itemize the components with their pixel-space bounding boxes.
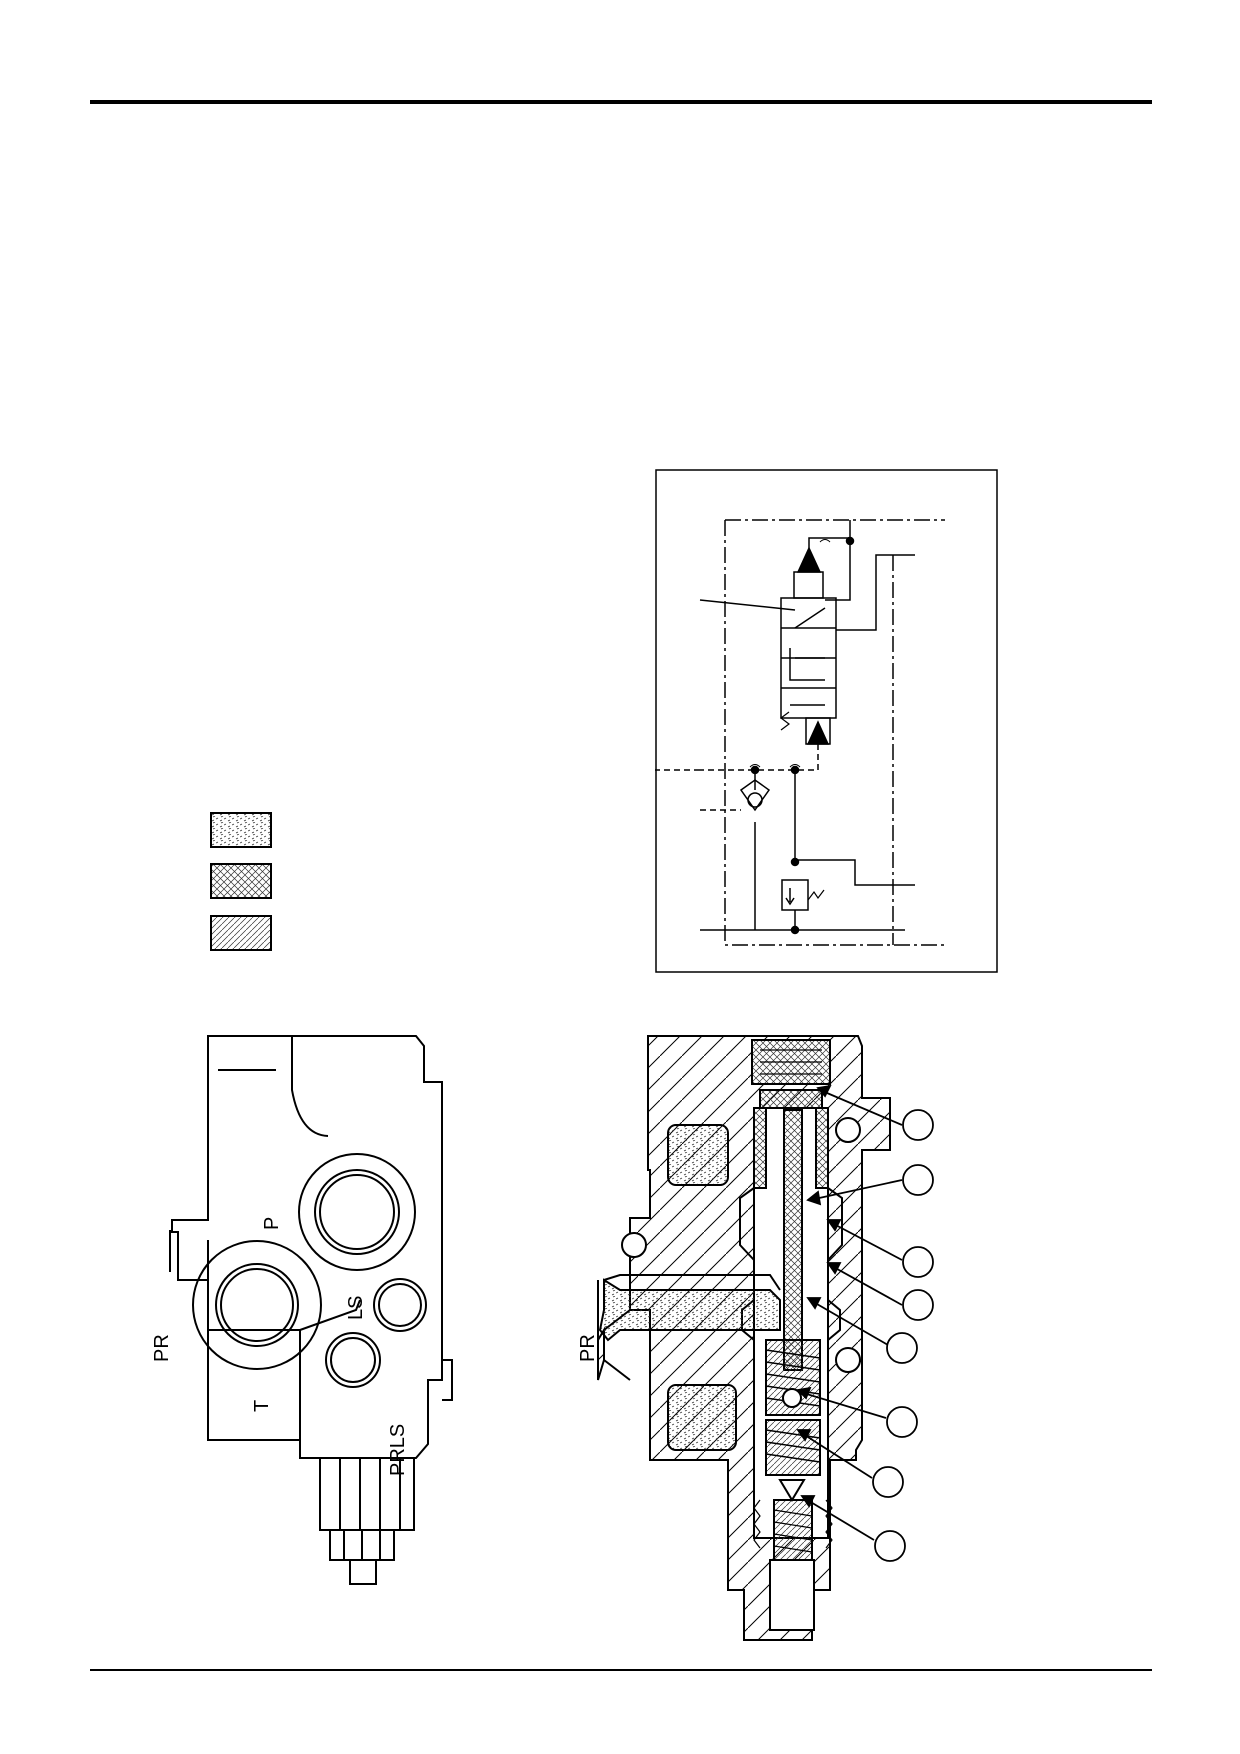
callout-8 [874, 1530, 906, 1562]
callout-3 [902, 1246, 934, 1278]
section-port-label-pr: PR [577, 1334, 599, 1362]
valve-section-view [597, 1035, 891, 1641]
port-label-t: T [251, 1400, 273, 1412]
exterior-port-labels: P LS PR T PRLS [151, 1217, 409, 1476]
legend [210, 812, 272, 951]
footer-rule [90, 1669, 1152, 1671]
callout-1 [902, 1109, 934, 1141]
hydraulic-schematic [655, 469, 998, 973]
port-label-p: P [261, 1217, 283, 1230]
legend-swatch-diagonal-hatch [210, 915, 272, 951]
port-label-pr: PR [151, 1334, 173, 1362]
callout-5 [886, 1332, 918, 1364]
callout-2 [902, 1164, 934, 1196]
legend-swatch-cross-hatch [210, 863, 272, 899]
callouts [796, 1084, 934, 1562]
valve-exterior-view [169, 1035, 453, 1585]
port-label-ls: LS [345, 1296, 367, 1320]
legend-swatch-fine-dot [210, 812, 272, 848]
callout-4 [902, 1289, 934, 1321]
callout-6 [886, 1406, 918, 1438]
header-rule [90, 100, 1152, 104]
callout-7 [872, 1466, 904, 1498]
port-label-prls: PRLS [387, 1424, 409, 1476]
